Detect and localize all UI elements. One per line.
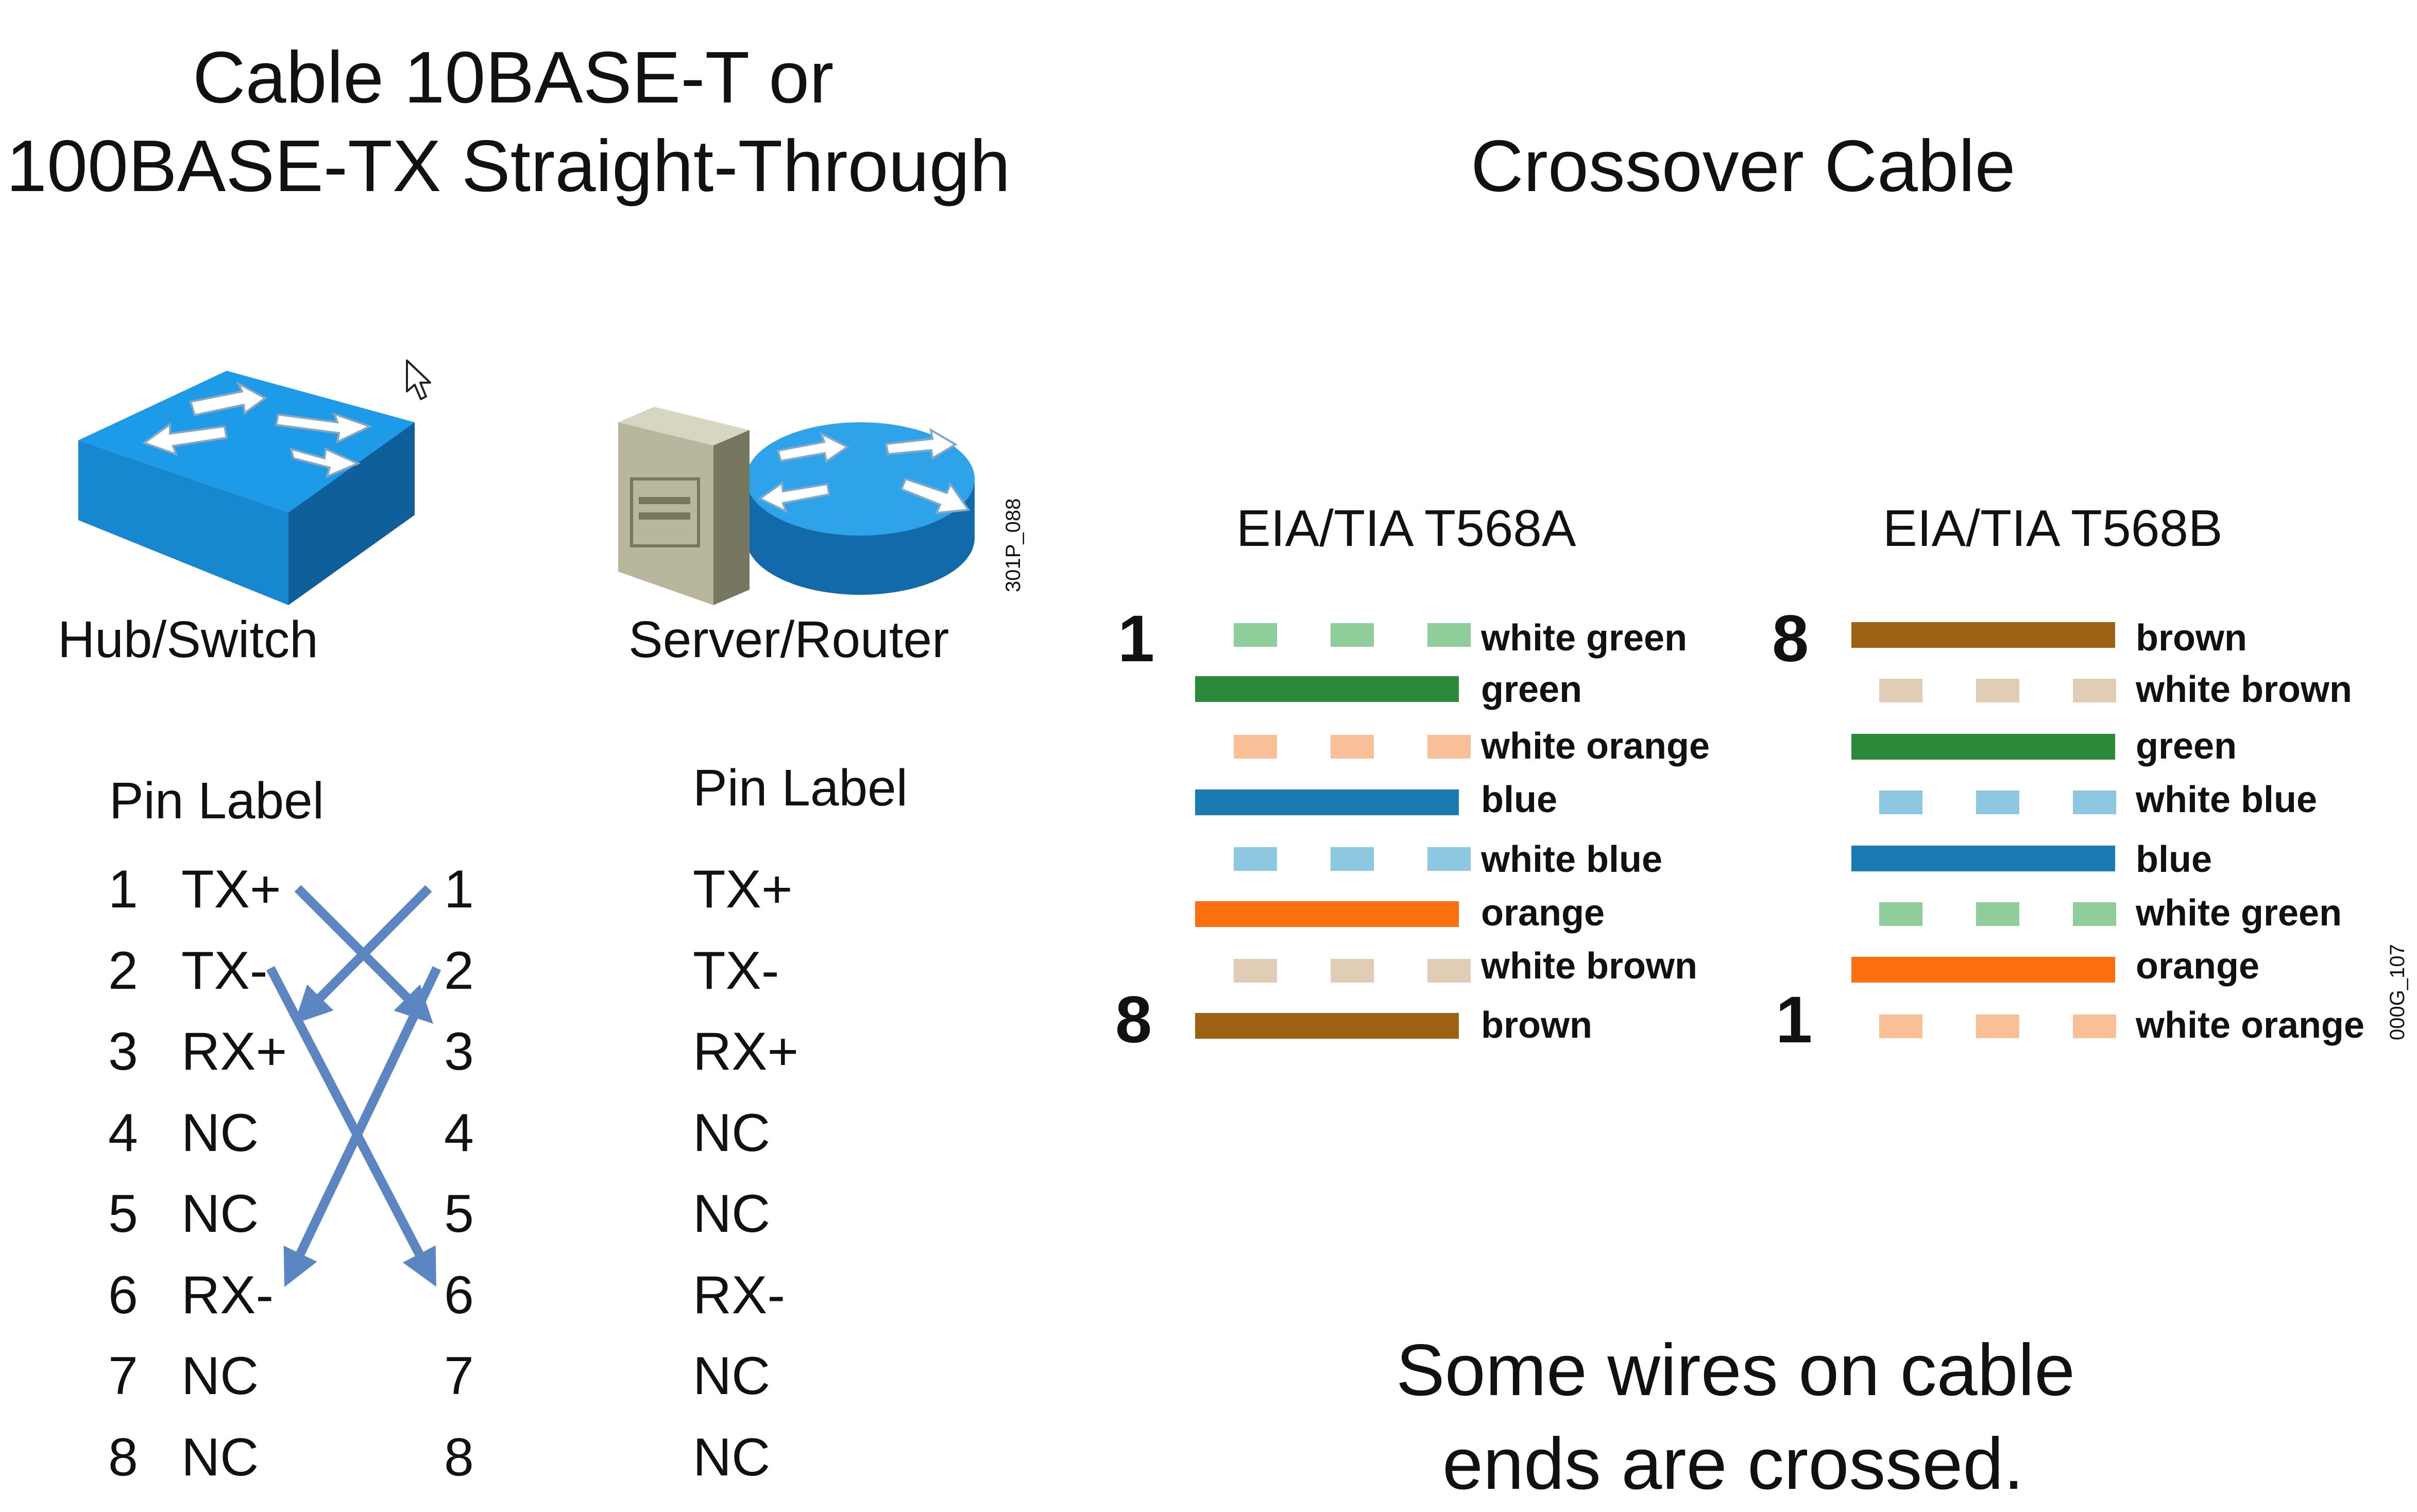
left-pin-label: NC (181, 1184, 259, 1244)
pin-label-header-right: Pin Label (693, 759, 908, 817)
arrow-rx-plus-to-tx-plus (294, 885, 432, 1024)
arrow-rx-minus-to-tx-minus (283, 966, 441, 1287)
left-pin-number: 5 (108, 1184, 138, 1244)
t568a-top-pin: 1 (1118, 602, 1155, 676)
wire-label: brown (1481, 1005, 1592, 1046)
right-pin-label: NC (693, 1103, 771, 1163)
left-pin-label: RX+ (181, 1022, 287, 1081)
device-label-left: Hub/Switch (58, 611, 318, 668)
wire-orange (1851, 957, 2115, 983)
arrow-tx-plus-to-rx-plus (294, 885, 433, 1024)
right-pin-number: 2 (444, 941, 474, 1001)
right-pin-number: 4 (444, 1103, 474, 1163)
left-pin-label: NC (181, 1103, 259, 1163)
right-pin-label: RX+ (693, 1022, 799, 1081)
wire-white-blue (1234, 847, 1471, 871)
wire-white-brown (1234, 959, 1471, 983)
wire-label: white orange (1481, 726, 1710, 767)
wire-green (1851, 734, 2115, 760)
arrow-tx-minus-to-rx-minus (266, 966, 436, 1287)
figure-code-right: 000G_107 (2386, 944, 2409, 1040)
right-pin-number: 3 (444, 1022, 474, 1081)
wire-white-orange (1879, 1015, 2116, 1038)
left-pin-number: 8 (108, 1428, 138, 1487)
wire-orange (1195, 901, 1459, 927)
wire-brown (1851, 622, 2115, 648)
wire-label: white green (1481, 617, 1688, 659)
right-pin-number: 8 (444, 1428, 474, 1487)
right-pin-label: TX+ (693, 860, 793, 919)
left-pin-number: 3 (108, 1022, 138, 1081)
right-pin-label: TX- (693, 941, 779, 1001)
right-pin-number: 6 (444, 1265, 474, 1325)
wire-label: green (2136, 726, 2237, 767)
left-pin-number: 7 (108, 1346, 138, 1406)
right-pin-number: 7 (444, 1346, 474, 1406)
crossover-caption-line2: ends are crossed. (1442, 1423, 2024, 1505)
t568b-bottom-pin: 1 (1776, 983, 1813, 1057)
left-pin-number: 4 (108, 1103, 138, 1163)
mouse-cursor-icon (406, 359, 431, 400)
crossing-arrows (266, 885, 441, 1287)
left-pin-number: 1 (108, 860, 138, 919)
left-pin-label: RX- (181, 1265, 274, 1325)
wire-label: white blue (1481, 839, 1663, 880)
wire-white-green (1879, 902, 2116, 926)
crossover-caption-line1: Some wires on cable (1396, 1329, 2075, 1411)
wire-label: green (1481, 669, 1582, 710)
wire-label: orange (2136, 946, 2260, 987)
left-pin-label: TX+ (181, 860, 281, 919)
pin-label-header-left: Pin Label (109, 772, 324, 830)
wire-label: white brown (2136, 669, 2352, 710)
wire-white-orange (1234, 735, 1471, 759)
server-router-icon (618, 407, 975, 605)
wire-label: white brown (1481, 946, 1697, 987)
left-pin-label: NC (181, 1346, 259, 1406)
wire-white-green (1234, 623, 1471, 647)
wire-white-blue (1879, 791, 2116, 814)
wire-label: orange (1481, 892, 1605, 934)
right-pin-label: NC (693, 1346, 771, 1406)
wire-white-brown (1879, 679, 2116, 702)
right-pin-number: 1 (444, 860, 474, 919)
wire-label: blue (1481, 779, 1558, 820)
wire-brown (1195, 1013, 1459, 1039)
left-pin-label: TX- (181, 941, 268, 1001)
device-label-right: Server/Router (628, 611, 949, 668)
wire-label: brown (2136, 617, 2247, 659)
left-pin-label: NC (181, 1428, 259, 1487)
right-pin-label: NC (693, 1428, 771, 1487)
t568a-bottom-pin: 8 (1115, 983, 1152, 1057)
t568b-top-pin: 8 (1772, 602, 1809, 676)
wire-label: white green (2136, 892, 2342, 934)
left-pin-number: 2 (108, 941, 138, 1001)
wire-label: white blue (2136, 779, 2318, 820)
crossover-title: Crossover Cable (1471, 125, 2016, 207)
right-pin-label: NC (693, 1184, 771, 1244)
t568a-title: EIA/TIA T568A (1236, 500, 1576, 557)
right-pin-label: RX- (693, 1265, 786, 1325)
right-pin-number: 5 (444, 1184, 474, 1244)
wire-blue (1851, 846, 2115, 871)
wire-blue (1195, 789, 1459, 815)
left-pin-number: 6 (108, 1265, 138, 1325)
wire-label: blue (2136, 839, 2212, 880)
straight-title-line1: Cable 10BASE-T or (193, 37, 834, 118)
wire-label: white orange (2136, 1005, 2365, 1046)
figure-code-left: 301P_088 (1002, 498, 1025, 592)
t568b-title: EIA/TIA T568B (1883, 500, 2223, 557)
switch-icon (78, 371, 415, 605)
straight-title-line2: 100BASE-TX Straight-Through (6, 125, 1011, 207)
wire-green (1195, 676, 1459, 702)
